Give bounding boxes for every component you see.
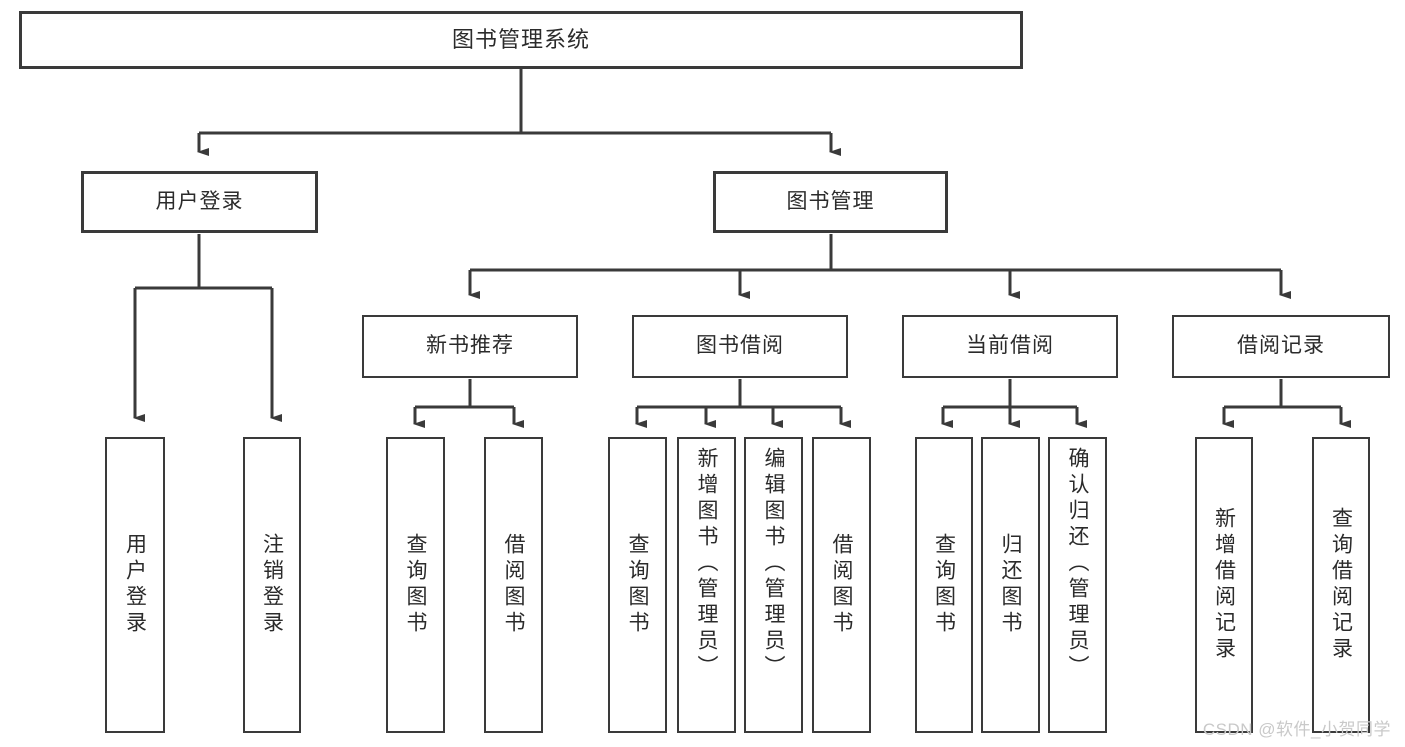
node-label: 借阅图书 <box>502 533 525 637</box>
node-label: 注销登录 <box>260 533 284 637</box>
leaf-book-borrow-borrow[interactable]: 借阅图书 <box>812 437 871 733</box>
node-label: 查询图书 <box>404 533 427 637</box>
node-label: 图书管理 <box>786 189 875 213</box>
node-label: 编辑图书（管理员） <box>762 447 785 681</box>
leaf-borrow-records-query[interactable]: 查询借阅记录 <box>1312 437 1370 733</box>
node-book-borrow[interactable]: 图书借阅 <box>632 315 848 378</box>
node-borrow-records[interactable]: 借阅记录 <box>1172 315 1390 378</box>
node-label: 查询借阅记录 <box>1329 507 1353 663</box>
leaf-new-book-borrow[interactable]: 借阅图书 <box>484 437 543 733</box>
leaf-current-borrow-confirm[interactable]: 确认归还（管理员） <box>1048 437 1107 733</box>
leaf-user-login-logout[interactable]: 注销登录 <box>243 437 301 733</box>
node-label: 新增借阅记录 <box>1212 507 1236 663</box>
node-label: 新增图书（管理员） <box>695 447 718 681</box>
node-label: 查询图书 <box>626 533 649 637</box>
node-label: 当前借阅 <box>966 334 1054 358</box>
leaf-current-borrow-query[interactable]: 查询图书 <box>915 437 973 733</box>
leaf-new-book-query[interactable]: 查询图书 <box>386 437 445 733</box>
leaf-current-borrow-return[interactable]: 归还图书 <box>981 437 1040 733</box>
node-label: 用户登录 <box>155 189 244 213</box>
node-label: 图书管理系统 <box>451 27 590 53</box>
node-current-borrow[interactable]: 当前借阅 <box>902 315 1118 378</box>
leaf-book-borrow-add[interactable]: 新增图书（管理员） <box>677 437 736 733</box>
node-label: 图书借阅 <box>696 334 784 358</box>
node-label: 确认归还（管理员） <box>1066 447 1089 681</box>
node-book-management[interactable]: 图书管理 <box>713 171 948 233</box>
node-label: 归还图书 <box>999 533 1022 637</box>
node-label: 借阅图书 <box>830 533 853 637</box>
leaf-book-borrow-edit[interactable]: 编辑图书（管理员） <box>744 437 803 733</box>
leaf-user-login-login[interactable]: 用户登录 <box>105 437 165 733</box>
node-label: 用户登录 <box>123 533 147 637</box>
node-label: 查询图书 <box>932 533 956 637</box>
node-root-system[interactable]: 图书管理系统 <box>19 11 1023 69</box>
leaf-book-borrow-query[interactable]: 查询图书 <box>608 437 667 733</box>
leaf-borrow-records-add[interactable]: 新增借阅记录 <box>1195 437 1253 733</box>
node-label: 新书推荐 <box>426 334 514 358</box>
node-new-book-recommend[interactable]: 新书推荐 <box>362 315 578 378</box>
node-label: 借阅记录 <box>1237 334 1325 358</box>
csdn-watermark: CSDN @软件_小贺同学 <box>1202 720 1391 739</box>
node-user-login[interactable]: 用户登录 <box>81 171 318 233</box>
